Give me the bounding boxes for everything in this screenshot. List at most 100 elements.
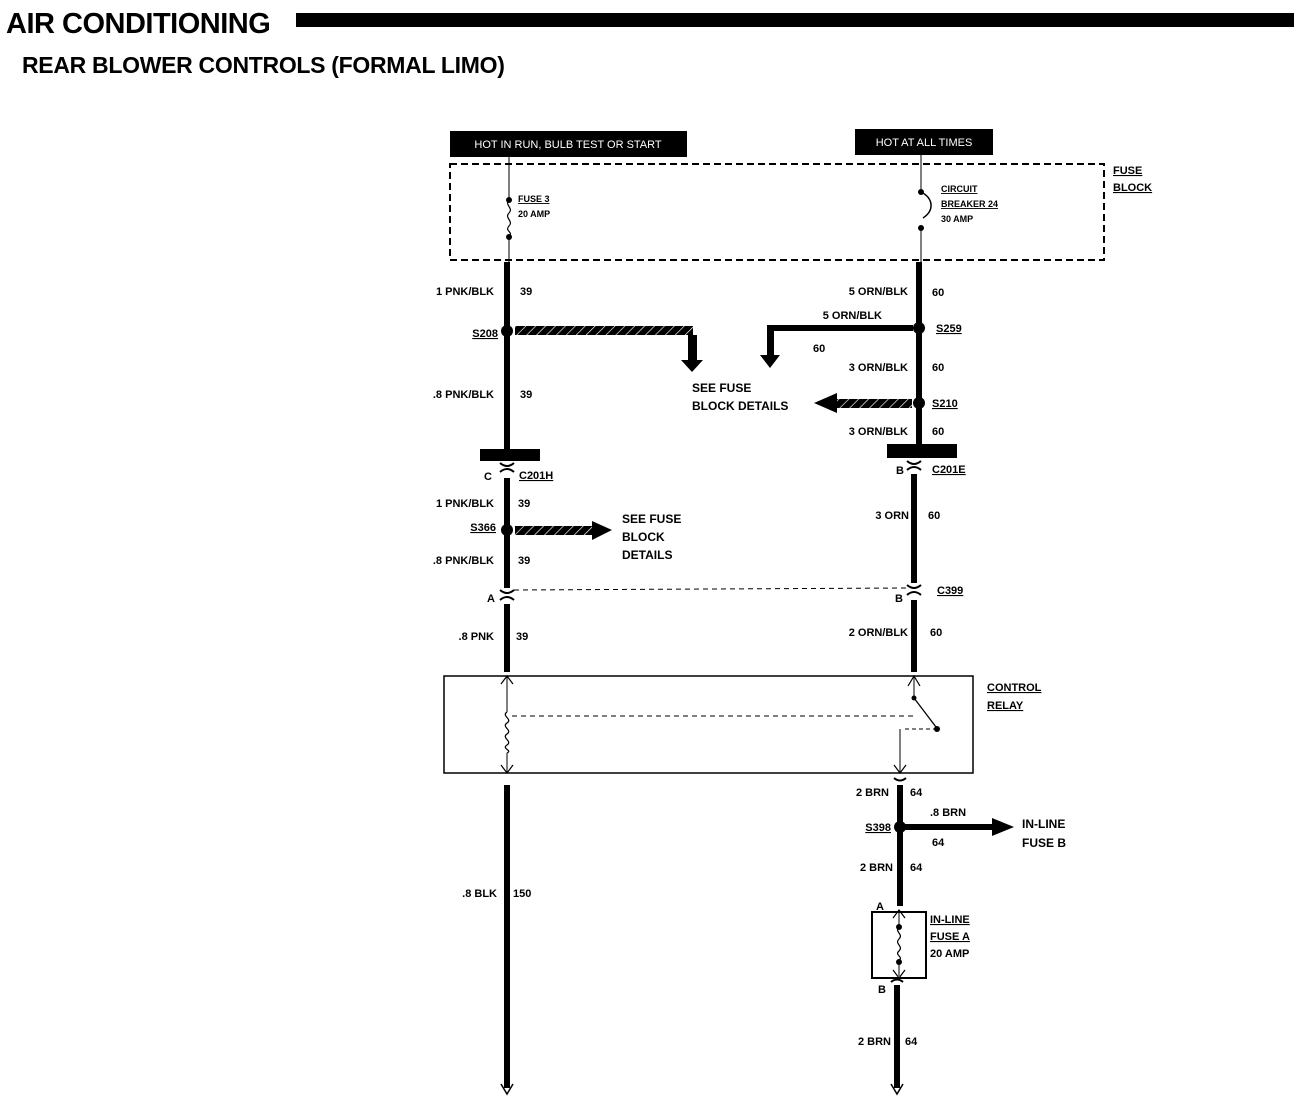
left-ground-arrow-icon bbox=[500, 1083, 514, 1096]
left-wire-4-circuit: 39 bbox=[518, 555, 530, 567]
c399-pin-right: B bbox=[895, 593, 903, 605]
see-fuse-2-line1: SEE FUSE bbox=[622, 512, 681, 526]
right-wire-1-label: 5 ORN/BLK bbox=[849, 286, 908, 298]
left-wire-3-label: 1 PNK/BLK bbox=[436, 498, 494, 510]
s398-label: S398 bbox=[865, 822, 891, 834]
right-wire-6-circuit: 64 bbox=[910, 787, 923, 799]
s259-branch-label: 5 ORN/BLK bbox=[823, 310, 882, 322]
s208-label: S208 bbox=[472, 328, 498, 340]
right-wire-8-circuit: 64 bbox=[905, 1036, 918, 1048]
fuse-block-label: FUSE bbox=[1113, 165, 1142, 177]
inline-fuse-a-pin-a: A bbox=[876, 901, 884, 913]
s208-branch bbox=[515, 326, 693, 335]
left-wire-6-label: .8 BLK bbox=[462, 888, 497, 900]
right-wire-2-circuit: 60 bbox=[932, 362, 944, 374]
right-wire-2-label: 3 ORN/BLK bbox=[849, 362, 908, 374]
inline-fuse-a-icon bbox=[871, 909, 927, 983]
right-wire-4-circuit: 60 bbox=[928, 510, 940, 522]
relay-switch-icon bbox=[893, 674, 940, 774]
inline-fuse-a-label-2: FUSE A bbox=[930, 931, 970, 943]
c201e-pin: B bbox=[896, 465, 904, 477]
right-wire-4-label: 3 ORN bbox=[875, 510, 909, 522]
s259-branch bbox=[771, 325, 913, 331]
inline-fuse-b-line2: FUSE B bbox=[1022, 836, 1066, 850]
fuse-3-icon bbox=[506, 157, 512, 262]
inline-fuse-a-label: IN-LINE bbox=[930, 914, 970, 926]
left-wire-1-circuit: 39 bbox=[520, 286, 532, 298]
c201h-pin: C bbox=[484, 471, 492, 483]
left-wire-2-circuit: 39 bbox=[520, 389, 532, 401]
s398-branch-circuit: 64 bbox=[932, 837, 945, 849]
c399-label: C399 bbox=[937, 585, 963, 597]
title-rule bbox=[296, 13, 1294, 27]
s259-label: S259 bbox=[936, 323, 962, 335]
s210-label: S210 bbox=[932, 398, 958, 410]
circuit-breaker-label-2: BREAKER 24 bbox=[941, 199, 998, 209]
s366-label: S366 bbox=[470, 522, 496, 534]
c201h-label: C201H bbox=[519, 470, 553, 482]
left-wire-5-label: .8 PNK bbox=[459, 631, 495, 643]
s398-branch bbox=[905, 824, 995, 830]
right-wire bbox=[894, 262, 922, 1088]
fuse-block-label-2: BLOCK bbox=[1113, 182, 1152, 194]
right-ground-arrow-icon bbox=[890, 1083, 904, 1096]
left-power-source: HOT IN RUN, BULB TEST OR START bbox=[450, 131, 687, 157]
inline-fuse-a-pin-b: B bbox=[878, 984, 886, 996]
control-relay-label-2: RELAY bbox=[987, 700, 1024, 712]
splice-s210 bbox=[913, 397, 925, 409]
right-wire-5-circuit: 60 bbox=[930, 627, 942, 639]
c201e-connector bbox=[887, 444, 957, 471]
right-wire-3-circuit: 60 bbox=[932, 426, 944, 438]
c399-pin-left: A bbox=[487, 593, 495, 605]
s398-branch-label: .8 BRN bbox=[930, 807, 966, 819]
circuit-breaker-rating: 30 AMP bbox=[941, 214, 973, 224]
s208-arrow-icon bbox=[681, 335, 703, 372]
left-wire-5-circuit: 39 bbox=[516, 631, 528, 643]
s210-arrow-icon bbox=[814, 393, 837, 413]
control-relay-box bbox=[443, 675, 974, 774]
right-wire-6-label: 2 BRN bbox=[856, 787, 889, 799]
right-power-label: HOT AT ALL TIMES bbox=[876, 137, 973, 149]
inline-fuse-b-line1: IN-LINE bbox=[1022, 817, 1065, 831]
left-wire-3-circuit: 39 bbox=[518, 498, 530, 510]
control-relay-label: CONTROL bbox=[987, 682, 1042, 694]
c201h-connector bbox=[480, 449, 540, 473]
left-power-label: HOT IN RUN, BULB TEST OR START bbox=[474, 139, 662, 151]
see-fuse-2-line3: DETAILS bbox=[622, 548, 672, 562]
relay-coil-icon bbox=[500, 675, 916, 774]
see-fuse-1-line1: SEE FUSE bbox=[692, 381, 751, 395]
right-power-source: HOT AT ALL TIMES bbox=[855, 129, 993, 155]
page-title: AIR CONDITIONING bbox=[6, 8, 271, 40]
left-wire-6-circuit: 150 bbox=[513, 888, 531, 900]
splice-s208 bbox=[501, 325, 513, 337]
s259-arrow-icon bbox=[760, 325, 780, 368]
fuse-3-label: FUSE 3 bbox=[518, 194, 550, 204]
see-fuse-1-line2: BLOCK DETAILS bbox=[692, 399, 788, 413]
s366-branch bbox=[515, 526, 595, 535]
relay-output-connector bbox=[893, 777, 907, 782]
right-wire-7-label: 2 BRN bbox=[860, 862, 893, 874]
fuse-3-rating: 20 AMP bbox=[518, 209, 550, 219]
fuse-block-outline bbox=[449, 163, 1105, 261]
inline-fuse-a-rating: 20 AMP bbox=[930, 948, 969, 960]
right-wire-8-label: 2 BRN bbox=[858, 1036, 891, 1048]
see-fuse-2-line2: BLOCK bbox=[622, 530, 665, 544]
right-wire-5-label: 2 ORN/BLK bbox=[849, 627, 908, 639]
right-wire-1-circuit: 60 bbox=[932, 287, 944, 299]
left-wire-4-label: .8 PNK/BLK bbox=[433, 555, 494, 567]
splice-s366 bbox=[501, 524, 513, 536]
right-wire-3-label: 3 ORN/BLK bbox=[849, 426, 908, 438]
s210-branch bbox=[836, 399, 912, 408]
circuit-breaker-24-icon bbox=[918, 155, 932, 262]
left-wire-2-label: .8 PNK/BLK bbox=[433, 389, 494, 401]
splice-s398 bbox=[894, 821, 906, 833]
page-subtitle: REAR BLOWER CONTROLS (FORMAL LIMO) bbox=[22, 52, 505, 78]
circuit-breaker-label: CIRCUIT bbox=[941, 184, 978, 194]
c399-connector bbox=[499, 584, 922, 601]
splice-s259 bbox=[913, 322, 925, 334]
s366-arrow-icon bbox=[592, 521, 612, 540]
s259-branch-circuit: 60 bbox=[813, 343, 825, 355]
right-wire-7-circuit: 64 bbox=[910, 862, 923, 874]
s398-arrow-icon bbox=[992, 818, 1014, 836]
